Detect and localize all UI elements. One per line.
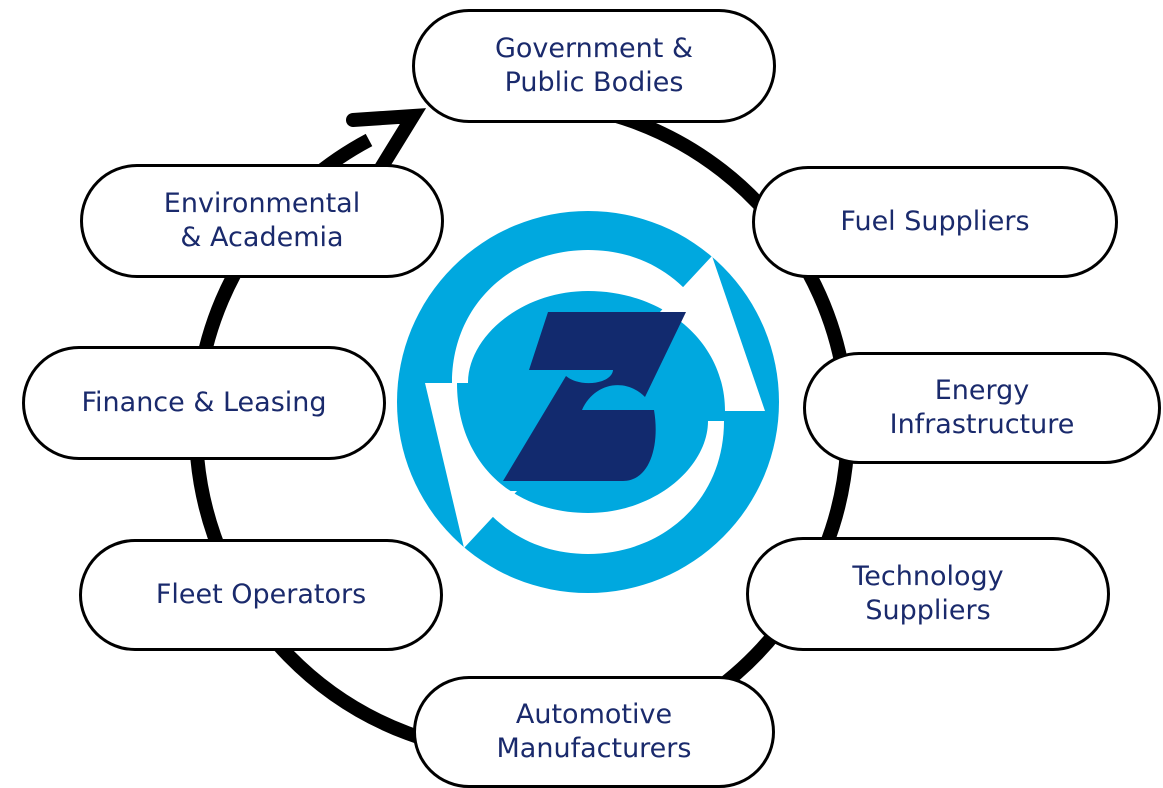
- logo-z: [503, 312, 686, 481]
- node-label-fuel: Fuel Suppliers: [840, 206, 1030, 237]
- node-technology-suppliers: Technology Suppliers: [746, 537, 1110, 651]
- node-label-automotive: Automotive Manufacturers: [496, 699, 692, 764]
- node-label-environmental: Environmental & Academia: [163, 188, 361, 253]
- node-label-finance: Finance & Leasing: [81, 387, 327, 418]
- arrow-head-icon: [346, 108, 427, 175]
- z-cycle-logo-icon: [397, 211, 779, 593]
- node-finance-leasing: Finance & Leasing: [22, 346, 386, 460]
- node-label-fleet: Fleet Operators: [155, 579, 367, 610]
- node-environmental-academia: Environmental & Academia: [80, 164, 444, 278]
- node-government-public-bodies: Government & Public Bodies: [412, 9, 776, 123]
- logo-arrow-upper: [452, 250, 765, 411]
- node-label-energy: Energy Infrastructure: [889, 375, 1075, 440]
- node-energy-infrastructure: Energy Infrastructure: [803, 352, 1161, 464]
- node-automotive-manufacturers: Automotive Manufacturers: [413, 676, 775, 788]
- logo-arrow-lower: [425, 383, 724, 554]
- node-label-technology: Technology Suppliers: [852, 561, 1004, 626]
- node-fuel-suppliers: Fuel Suppliers: [752, 166, 1118, 278]
- node-fleet-operators: Fleet Operators: [79, 539, 443, 651]
- node-label-government: Government & Public Bodies: [494, 33, 694, 98]
